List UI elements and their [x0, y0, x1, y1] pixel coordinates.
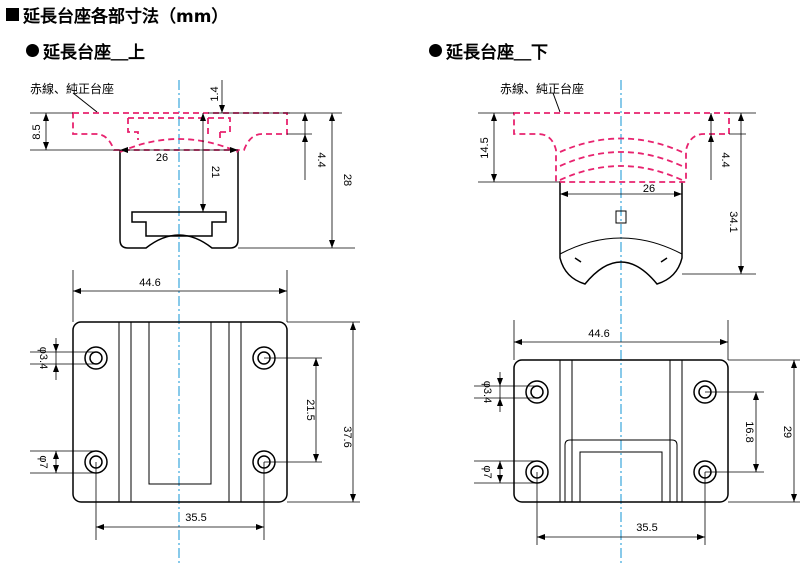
- lower-hole-tl: [525, 380, 549, 404]
- lower-title-text: 延長台座＿下: [446, 43, 548, 63]
- dim-34-1: 34.1: [727, 211, 739, 232]
- lower-oem-arc-1: [559, 137, 683, 153]
- dim-1-4: 1.4: [209, 86, 221, 101]
- upper-note: 赤線、純正台座: [30, 81, 114, 96]
- lower-title: 延長台座＿下: [429, 38, 548, 63]
- lower-side-arrowheads: [491, 113, 744, 274]
- upper-part-outline: [119, 150, 239, 249]
- circle-bullet-icon: [429, 44, 442, 57]
- lower-top-view: 44.6 φ3.4 φ7 16.8 29 35.5: [474, 320, 800, 545]
- lower-part-outline: [559, 182, 683, 285]
- dim-37-6: 37.6: [341, 426, 353, 447]
- upper-channel: [148, 322, 212, 485]
- upper-title: 延長台座＿上: [26, 38, 145, 63]
- dim-lphi3-4: φ3.4: [481, 381, 493, 403]
- upper-side-view: 赤線、純正台座 1.4 8.5 4.4 26 21 28: [30, 80, 355, 563]
- dim-l44-6: 44.6: [588, 328, 609, 340]
- upper-oem-base: [72, 112, 288, 151]
- lower-oem-base: [513, 112, 730, 183]
- lower-channel-outer: [564, 439, 678, 502]
- dim-21-5: 21.5: [304, 399, 316, 420]
- upper-note-leader: [72, 92, 98, 113]
- lower-note-leader: [552, 92, 561, 113]
- dim-lphi7: φ7: [481, 465, 493, 478]
- lower-oem-arc-3: [559, 165, 683, 181]
- lower-top-outline: [513, 359, 729, 503]
- upper-part-slot: [131, 211, 227, 237]
- upper-top-outline: [72, 321, 288, 503]
- lower-part-notch: [574, 257, 668, 263]
- dim-16-8: 16.8: [743, 421, 755, 442]
- lower-side-view: 赤線、純正台座 14.5 4.4 26 34.1: [478, 80, 756, 563]
- dim-21: 21: [209, 166, 221, 178]
- dim-phi3-4: φ3.4: [37, 347, 49, 369]
- dim-28: 28: [341, 174, 353, 186]
- dim-14-5: 14.5: [479, 137, 491, 158]
- lower-channel-inner: [579, 451, 663, 502]
- lower-part-window: [615, 210, 627, 224]
- dim-8-5: 8.5: [31, 124, 43, 139]
- page-heading-text: 延長台座各部寸法（mm）: [23, 7, 229, 27]
- upper-oem-inner: [127, 117, 231, 140]
- lower-oem-arc-2: [559, 151, 683, 167]
- dim-phi7: φ7: [37, 455, 49, 468]
- lower-note: 赤線、純正台座: [500, 81, 584, 96]
- dim-l35-5: 35.5: [636, 522, 657, 534]
- dim-26: 26: [156, 152, 168, 164]
- dim-35-5: 35.5: [185, 512, 206, 524]
- upper-top-view: 44.6 φ3.4 φ7 21.5 37.6 35.5: [30, 270, 360, 540]
- dim-29: 29: [781, 426, 793, 438]
- circle-bullet-icon: [26, 44, 39, 57]
- upper-side-arrowheads: [43, 105, 335, 248]
- upper-oem-arc: [119, 138, 239, 153]
- dim-4-4: 4.4: [315, 152, 327, 167]
- upper-title-text: 延長台座＿上: [43, 43, 145, 63]
- upper-hole-tl-inner: [89, 351, 103, 365]
- square-bullet-icon: [6, 8, 19, 21]
- upper-hole-tl: [84, 346, 108, 370]
- lower-part-arc: [559, 237, 683, 255]
- dim-44-6: 44.6: [139, 277, 160, 289]
- dim-l4-4: 4.4: [719, 152, 731, 167]
- dim-l26: 26: [643, 183, 655, 195]
- page-heading: 延長台座各部寸法（mm）: [6, 2, 228, 27]
- lower-hole-tl-inner: [530, 385, 544, 399]
